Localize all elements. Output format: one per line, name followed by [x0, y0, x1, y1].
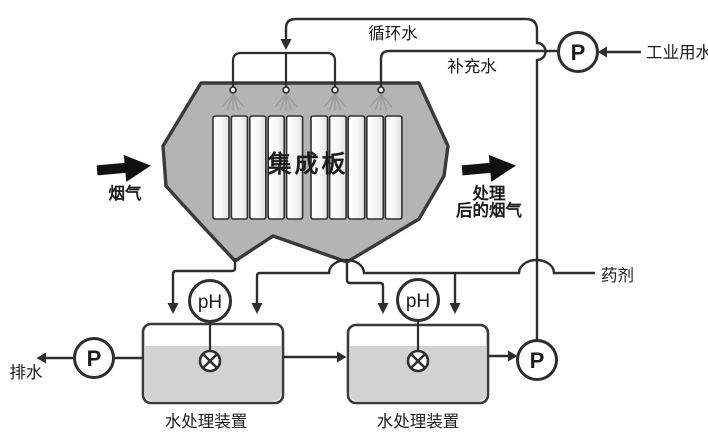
plate-slat — [230, 115, 249, 220]
tank2-out-arrow — [508, 350, 518, 362]
plate-slat — [249, 115, 267, 220]
spray-nozzles — [229, 86, 385, 94]
industrial-water-label: 工业用水 — [646, 43, 708, 62]
makeup-water-pipe — [379, 49, 558, 89]
chemical-pipe — [255, 258, 595, 303]
treatment-tank-2: pH 水处理装置 — [346, 278, 490, 431]
treatment-tank-1: pH 水处理装置 — [141, 279, 285, 431]
spray-fan — [323, 93, 347, 111]
plate-slat — [347, 115, 366, 220]
spray-fan — [274, 93, 298, 111]
pump-recirculation — [516, 339, 558, 381]
ph-meter-1-label: pH — [198, 292, 222, 313]
pump-drain — [73, 337, 115, 379]
industrial-water-arrow — [597, 46, 607, 58]
chemical-arrow-tank2 — [449, 303, 461, 314]
drain-label: 排水 — [10, 363, 44, 382]
makeup-water-label: 补充水 — [447, 57, 497, 76]
circulating-water-arrow — [280, 39, 292, 50]
spray-fan — [221, 93, 245, 111]
drain-left-arrow — [167, 303, 179, 314]
treated-gas-outlet-arrow — [461, 154, 516, 182]
pump-industrial — [557, 31, 599, 73]
recirculation-pipe — [284, 17, 547, 341]
treated-gas-label-line2: 后的烟气 — [456, 200, 523, 220]
tank2-water — [350, 346, 486, 401]
spray-nozzle — [377, 86, 385, 94]
plate-label: 集成板 — [267, 150, 349, 178]
ph-meter-2 — [396, 278, 440, 322]
pump-industrial-letter: P — [571, 40, 586, 65]
pump-drain-letter: P — [87, 346, 102, 371]
spray-fans — [221, 93, 393, 111]
chemical-label: 药剂 — [601, 266, 634, 285]
tank2-label: 水处理装置 — [377, 412, 460, 431]
flue-gas-inlet-arrow — [96, 154, 151, 182]
spray-fan — [369, 93, 393, 111]
flue-gas-label: 烟气 — [109, 183, 143, 203]
mixer-icon-x2 — [410, 353, 426, 369]
treated-gas-label-line1: 处理 — [472, 183, 507, 203]
hopper-drain-right — [345, 260, 385, 303]
plate-slat — [365, 115, 385, 220]
tank1-label: 水处理装置 — [165, 412, 248, 431]
spray-nozzle — [282, 86, 290, 94]
spray-nozzle — [229, 86, 237, 94]
plate-slat — [212, 115, 230, 220]
plate-slat — [384, 115, 403, 220]
plate-bank-left — [212, 115, 304, 220]
plate-slat — [267, 115, 286, 220]
chemical-arrow-tank1 — [251, 303, 263, 314]
ph-meter-2-label: pH — [406, 291, 430, 312]
circulating-water-label: 循环水 — [368, 24, 418, 43]
tank1-to-tank2-arrow — [337, 351, 347, 363]
plate-bank-right — [310, 115, 403, 220]
spray-header-pipe — [231, 51, 337, 89]
ph-meter-1 — [188, 279, 232, 323]
hopper-drain-left — [171, 258, 237, 303]
plate-slat — [310, 115, 329, 220]
tank1-water — [145, 346, 281, 401]
pump-recirculation-letter: P — [530, 348, 545, 373]
drain-right-arrow — [377, 303, 389, 314]
drain-out-arrow — [36, 352, 46, 364]
mixer-icon-x2 — [202, 353, 218, 369]
plate-slat — [285, 115, 304, 220]
plate-slat — [328, 115, 347, 220]
spray-nozzle — [331, 86, 339, 94]
